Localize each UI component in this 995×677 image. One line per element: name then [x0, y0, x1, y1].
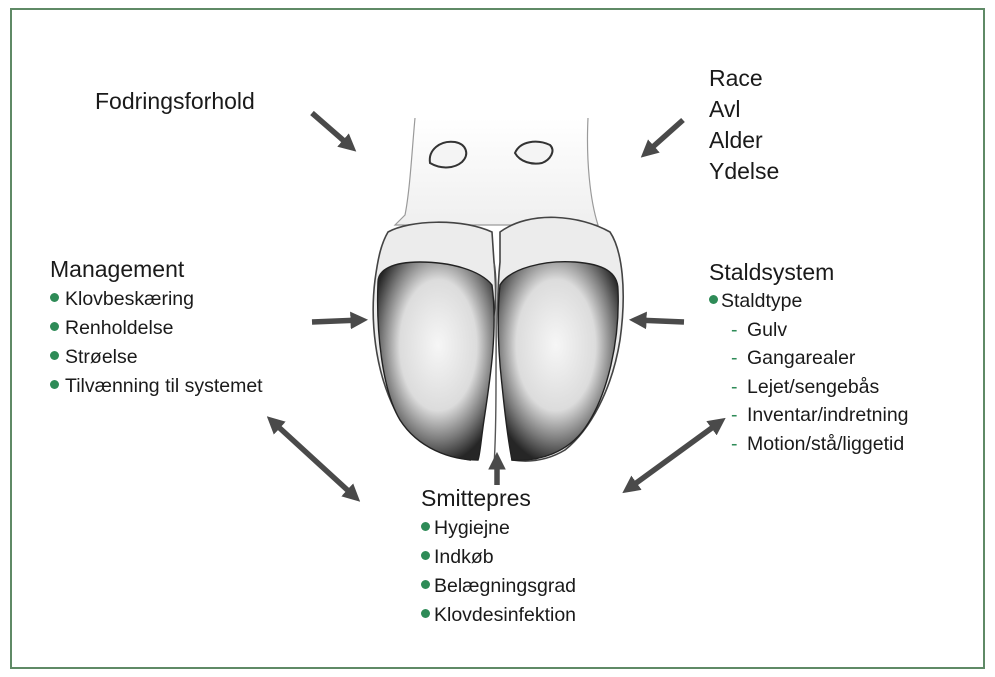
dash-icon: -: [731, 316, 747, 345]
list-item: Klovbeskæring: [50, 285, 263, 314]
management-title: Management: [50, 256, 184, 283]
dewclaw-right: [515, 142, 552, 164]
list-item-label: Belægningsgrad: [434, 575, 576, 597]
hoof-illustration: [373, 118, 623, 466]
bullet-dot-icon: [421, 551, 430, 560]
bullet-dot-icon: [421, 609, 430, 618]
list-item-label: Tilvænning til systemet: [65, 375, 263, 397]
list-item: Belægningsgrad: [421, 572, 576, 601]
bullet-dot-icon: [50, 322, 59, 331]
sub-list-item-label: Motion/stå/liggetid: [747, 433, 904, 455]
animal-factor-item: Avl: [709, 94, 779, 125]
bullet-dot-icon: [50, 293, 59, 302]
list-item-label: Renholdelse: [65, 317, 173, 339]
sub-list-item-label: Lejet/sengebås: [747, 376, 879, 398]
arrow-icon: [628, 422, 720, 489]
housing-list: Staldtype -Gulv -Gangarealer -Lejet/seng…: [709, 287, 909, 458]
list-item: Staldtype: [709, 287, 909, 316]
list-item: Strøelse: [50, 343, 263, 372]
claw-left-sole: [378, 262, 494, 460]
dash-icon: -: [731, 401, 747, 430]
infection-list: Hygiejne Indkøb Belægningsgrad Klovdesin…: [421, 514, 576, 630]
bullet-dot-icon: [50, 380, 59, 389]
arrow-icon: [312, 320, 361, 322]
feeding-factor-label: Fodringsforhold: [95, 88, 255, 115]
bullet-dot-icon: [50, 351, 59, 360]
arrow-icon: [272, 421, 355, 497]
list-item: Renholdelse: [50, 314, 263, 343]
sub-list-item: -Motion/stå/liggetid: [709, 430, 909, 459]
arrow-icon: [636, 320, 684, 322]
list-item-label: Indkøb: [434, 546, 494, 568]
list-item: Tilvænning til systemet: [50, 372, 263, 401]
claw-right-sole: [498, 262, 618, 461]
sub-list-item: -Lejet/sengebås: [709, 373, 909, 402]
arrow-icon: [646, 120, 683, 153]
list-item-label: Strøelse: [65, 346, 138, 368]
animal-factor-list: Race Avl Alder Ydelse: [709, 63, 779, 187]
sub-list-item-label: Inventar/indretning: [747, 404, 909, 426]
animal-factor-item: Ydelse: [709, 156, 779, 187]
animal-factor-item: Race: [709, 63, 779, 94]
dash-icon: -: [731, 430, 747, 459]
bullet-dot-icon: [421, 580, 430, 589]
management-list: Klovbeskæring Renholdelse Strøelse Tilvæ…: [50, 285, 263, 401]
leg-outline: [395, 118, 598, 225]
animal-factor-item: Alder: [709, 125, 779, 156]
sub-list-item: -Gangarealer: [709, 344, 909, 373]
list-item: Klovdesinfektion: [421, 601, 576, 630]
bullet-dot-icon: [709, 295, 718, 304]
dash-icon: -: [731, 373, 747, 402]
infection-title: Smittepres: [421, 485, 531, 512]
bullet-dot-icon: [421, 522, 430, 531]
sub-list-item: -Gulv: [709, 316, 909, 345]
sub-list-item-label: Gangarealer: [747, 347, 855, 369]
list-item-label: Staldtype: [721, 290, 802, 312]
dash-icon: -: [731, 344, 747, 373]
sub-list-item: -Inventar/indretning: [709, 401, 909, 430]
sub-list-item-label: Gulv: [747, 319, 787, 341]
list-item: Indkøb: [421, 543, 576, 572]
list-item: Hygiejne: [421, 514, 576, 543]
list-item-label: Klovbeskæring: [65, 288, 194, 310]
housing-title: Staldsystem: [709, 259, 834, 286]
arrow-icon: [312, 113, 351, 147]
list-item-label: Klovdesinfektion: [434, 604, 576, 626]
list-item-label: Hygiejne: [434, 517, 510, 539]
